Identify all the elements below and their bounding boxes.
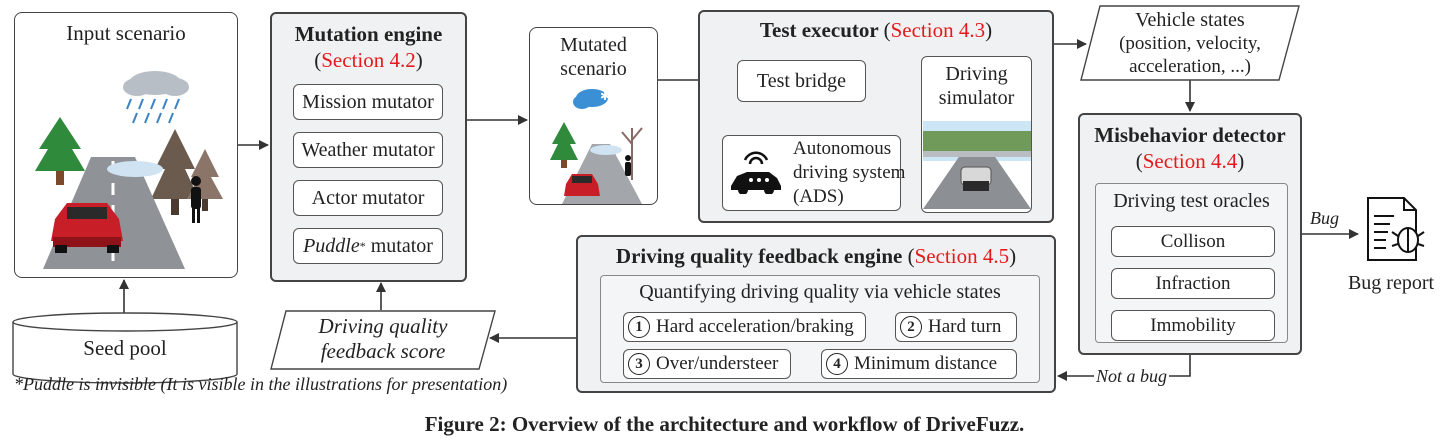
puddle-word: Puddle [303,234,360,257]
misbehavior-detector-panel: Misbehavior detector (Section 4.4) Drivi… [1078,113,1302,355]
figure-caption: Figure 2: Overview of the architecture a… [424,412,1025,436]
test-executor-panel: Test executor (Section 4.3) Test bridge … [698,10,1054,223]
section-link[interactable]: Section 4.2 [321,48,416,72]
rain-icon [126,98,180,124]
seed-pool-label: Seed pool [83,336,167,360]
vehicle-states-line1: Vehicle states [1135,9,1245,31]
bug-edge-label: Bug [1310,208,1339,228]
cloud-icon [123,71,189,96]
mutation-engine-title: Mutation engine [294,22,443,46]
bug-icon [1391,227,1425,253]
ads-line2: driving system [793,162,906,183]
oracle-infraction: Infraction [1111,268,1275,299]
driving-simulator-box: Driving simulator [921,56,1032,213]
metric-number-badge: 2 [900,316,922,338]
test-executor-title: Test executor (Section 4.3) [759,18,993,42]
misbehavior-detector-section: (Section 4.4) [1135,149,1245,173]
metric-label: Hard acceleration/braking [656,316,854,337]
puddle-rest: mutator [365,234,433,257]
mutated-scenario-line2: scenario [560,58,627,80]
mutated-scenario-box: Mutated scenario ✱ [529,27,658,205]
section-link[interactable]: Section 4.3 [890,18,986,42]
quantifying-title: Quantifying driving quality via vehicle … [639,281,1001,303]
pedestrian-icon [191,176,201,223]
oracles-title: Driving test oracles [1113,190,1270,212]
input-scenario-box: Input scenario [14,12,238,278]
pedestrian-icon [625,155,631,176]
simulator-line2: simulator [938,87,1015,109]
feedback-score-line1: Driving quality [318,314,448,338]
car-icon [51,203,123,253]
weather-mutator: Weather mutator [293,132,443,168]
ads-line1: Autonomous [793,138,892,159]
mutated-scenario-line1: Mutated [560,34,627,56]
metric-label: Minimum distance [854,353,998,374]
actor-mutator: Actor mutator [293,180,443,216]
vehicle-states-shape [1080,5,1300,81]
test-bridge-box: Test bridge [737,60,866,102]
svg-text:✱: ✱ [600,89,610,103]
ads-line3: (ADS) [793,186,844,207]
mission-mutator: Mission mutator [293,84,443,120]
quantifying-box: Quantifying driving quality via vehicle … [600,275,1040,383]
feedback-engine-title-text: Driving quality feedback engine [615,244,903,268]
tree-icon [35,117,85,185]
bug-report-label: Bug report [1347,272,1435,294]
simulator-screenshot [923,121,1031,209]
feedback-engine-panel: Driving quality feedback engine (Section… [576,235,1056,393]
metric-number-badge: 4 [826,353,848,375]
feedback-score-line2: feedback score [320,339,446,363]
mutated-scenario-illustration: ✱ [550,89,643,204]
vehicle-states-line2: (position, velocity, [1119,33,1261,54]
input-scenario-illustration [35,71,223,269]
metric-hard-accel: 1 Hard acceleration/braking [623,312,866,342]
tree-icon [550,122,578,168]
not-a-bug-label: Not a bug [1094,366,1170,387]
metric-min-distance: 4 Minimum distance [821,349,1017,379]
driving-test-oracles-box: Driving test oracles Collison Infraction… [1095,183,1288,343]
mutation-engine-panel: Mutation engine (Section 4.2) Mission mu… [270,12,467,282]
oracle-immobility: Immobility [1111,310,1275,341]
metric-label: Hard turn [928,316,1002,337]
seed-pool-cylinder [12,312,238,384]
vehicle-states-line3: acceleration, ...) [1129,56,1251,77]
ads-box: Autonomous driving system (ADS) [722,135,905,211]
feedback-score-shape [270,310,496,370]
feedback-engine-title: Driving quality feedback engine (Section… [615,244,1017,268]
metric-hard-turn: 2 Hard turn [895,312,1017,342]
bug-report-icon [1367,197,1425,261]
snowy-tree-icon [621,127,643,180]
section-link[interactable]: Section 4.4 [1142,149,1238,173]
simulator-line1: Driving [945,63,1008,85]
metric-number-badge: 3 [628,353,650,375]
mutation-engine-section: (Section 4.2) [314,48,423,72]
input-scenario-label: Input scenario [66,21,186,45]
section-link[interactable]: Section 4.5 [914,244,1010,268]
test-executor-title-text: Test executor [759,18,879,42]
puddle-icon [107,161,163,177]
car-icon [564,174,600,196]
misbehavior-detector-title: Misbehavior detector [1094,123,1286,147]
footnote: *Puddle is invisible (It is visible in t… [14,374,508,394]
metric-oversteer: 3 Over/understeer [623,349,791,379]
puddle-star: * [359,238,366,253]
metric-label: Over/understeer [656,353,779,374]
snow-cloud-icon: ✱ [573,89,610,109]
autonomous-car-icon [731,151,781,194]
puddle-icon [590,145,622,155]
puddle-mutator: Puddle* mutator [293,228,443,264]
metric-number-badge: 1 [628,316,650,338]
oracle-collision: Collison [1111,226,1275,257]
dead-tree-icon [151,129,223,215]
